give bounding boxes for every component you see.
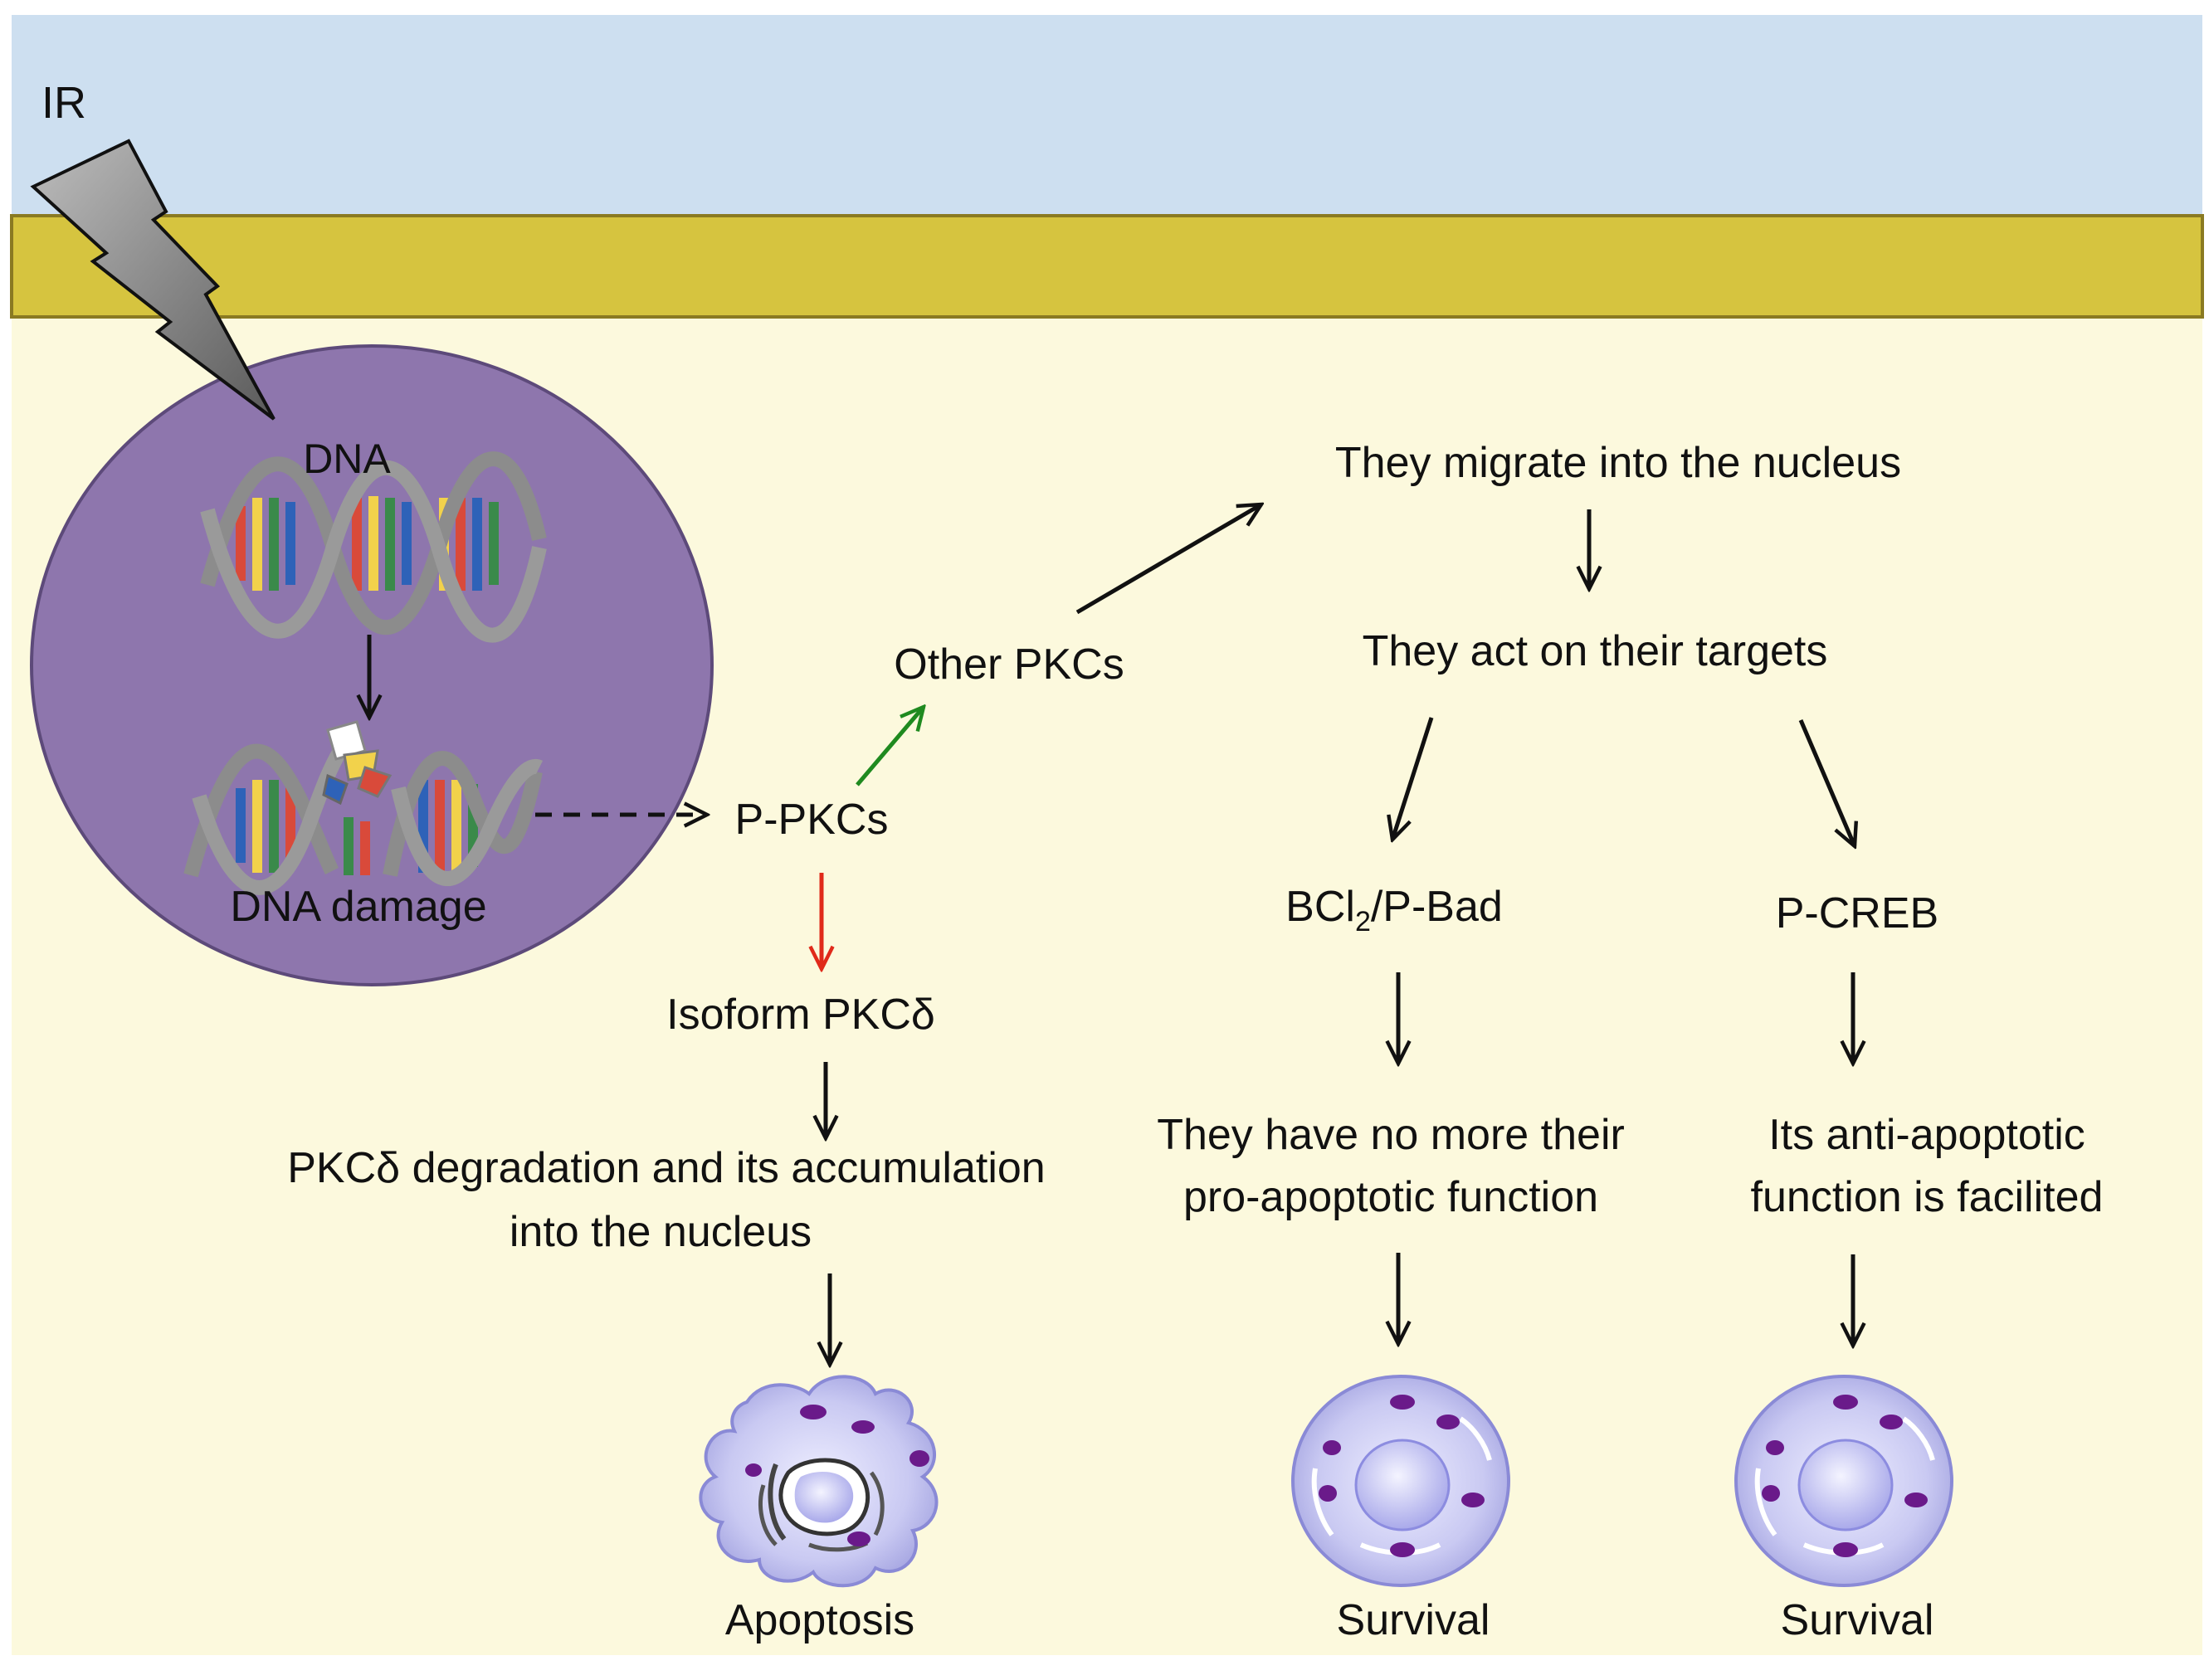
act-label: They act on their targets: [1363, 627, 1828, 675]
arrow-other-to-migrate: [1075, 504, 1261, 615]
isoform-label: Isoform PKCδ: [666, 991, 935, 1039]
lightning-bolt-icon: [30, 139, 276, 421]
ir-label: IR: [41, 78, 86, 128]
degradation-line-1: PKCδ degradation and its accumulation: [287, 1144, 1045, 1192]
dna-label: DNA: [303, 436, 391, 482]
no-more-line-1: They have no more their: [1157, 1111, 1625, 1159]
dna-damage-label: DNA damage: [230, 883, 486, 931]
arrow-act-to-pcreb: [1798, 719, 1855, 846]
apoptosis-label: Apoptosis: [725, 1596, 914, 1644]
healthy-cell-icon: [1734, 1375, 1953, 1587]
other-pkcs-label: Other PKCs: [894, 640, 1124, 689]
cell-membrane: [10, 214, 2204, 319]
degradation-line-2: into the nucleus: [510, 1208, 812, 1256]
anti-line-2: function is facilited: [1751, 1173, 2104, 1221]
survival-label-2: Survival: [1781, 1596, 1934, 1644]
dna-helix-icon: [200, 451, 547, 643]
survival-label-1: Survival: [1337, 1596, 1490, 1644]
arrow-act-to-bcl2: [1392, 717, 1434, 840]
extracellular-space: [12, 15, 2202, 218]
migrate-label: They migrate into the nucleus: [1335, 439, 1901, 487]
p-pkcs-label: P-PKCs: [735, 796, 889, 844]
arrow-ppkcs-to-other: [856, 707, 924, 786]
no-more-line-2: pro-apoptotic function: [1183, 1173, 1598, 1221]
healthy-cell-icon: [1291, 1375, 1510, 1587]
p-creb-label: P-CREB: [1776, 889, 1938, 937]
anti-line-1: Its anti-apoptotic: [1768, 1111, 2085, 1159]
bcl2-label: BCl2/P-Bad: [1285, 883, 1503, 937]
damaged-dna-icon: [183, 720, 544, 895]
apoptotic-cell-icon: [699, 1375, 939, 1588]
